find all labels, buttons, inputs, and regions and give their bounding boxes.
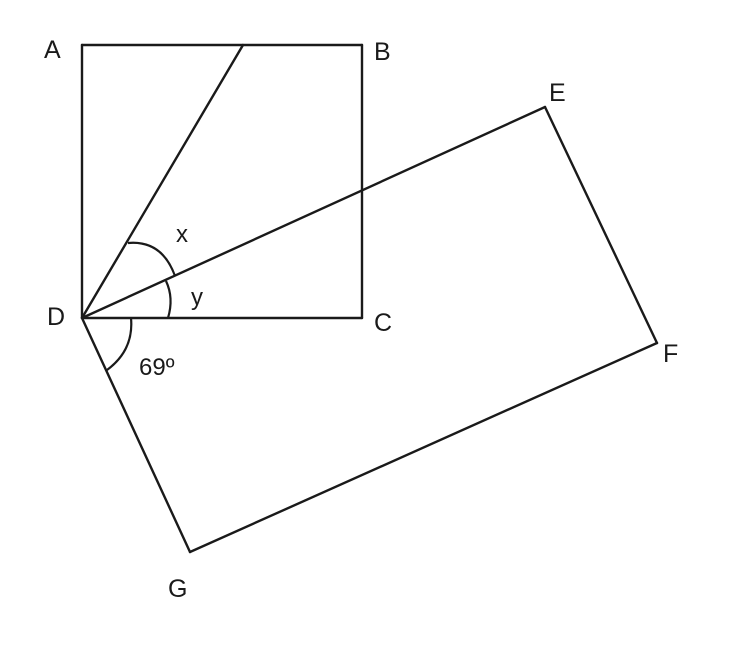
edge-gd (80, 316, 192, 554)
vertex-label-c: C (374, 309, 392, 337)
edge-ef (543, 105, 659, 345)
angle-label-x: x (176, 221, 188, 248)
vertex-label-b: B (374, 38, 391, 66)
square-abcd (80, 43, 364, 320)
edge-fg (188, 341, 659, 554)
angle-y-arc (164, 280, 172, 319)
vertex-label-f: F (663, 340, 678, 368)
angle-label-69: 69º (139, 354, 175, 381)
angle-x-arc (127, 241, 177, 277)
edge-de (80, 105, 547, 320)
vertex-label-e: E (549, 79, 566, 107)
angle-69-arc (106, 317, 133, 371)
vertex-label-a: A (44, 36, 61, 64)
vertex-label-d: D (47, 303, 65, 331)
angle-label-y: y (191, 284, 203, 311)
rectangle-defg (80, 105, 659, 554)
segment-d-to-ab (80, 43, 245, 320)
vertex-label-g: G (168, 575, 187, 603)
